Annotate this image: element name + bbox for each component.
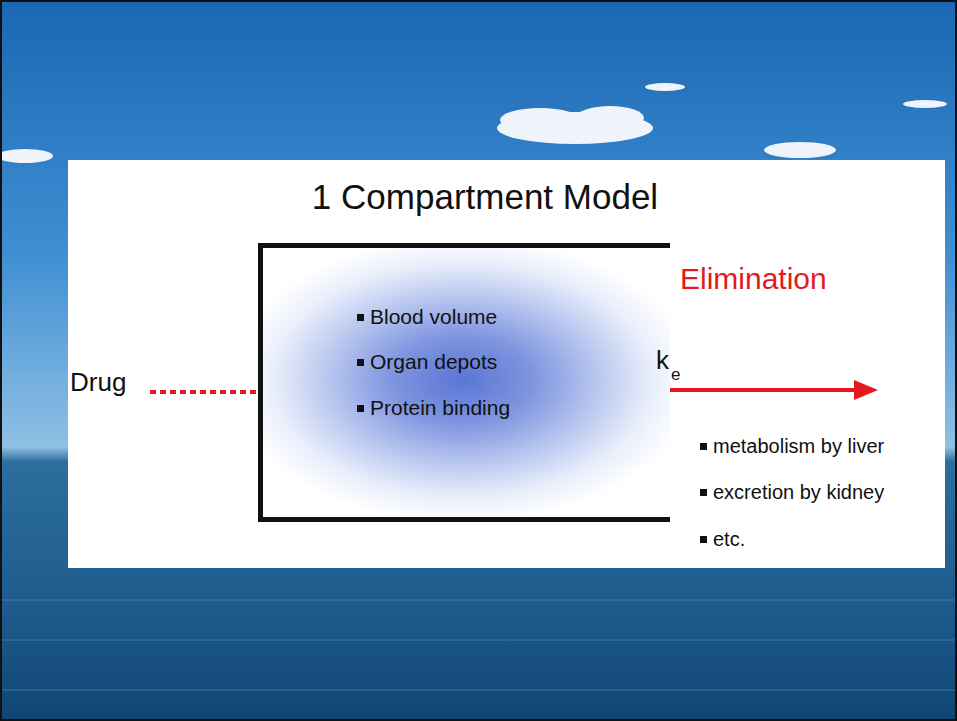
route-item: etc.	[700, 528, 745, 551]
slide-title: 1 Compartment Model	[312, 176, 658, 218]
compartment-box: Blood volumeOrgan depotsProtein binding	[258, 243, 670, 522]
bullet-item: Blood volume	[357, 305, 497, 329]
route-item: excretion by kidney	[700, 481, 884, 504]
rate-constant: k	[656, 346, 669, 376]
clouds	[0, 83, 947, 163]
input-label: Drug	[70, 368, 126, 398]
elimination-label: Elimination	[680, 262, 827, 297]
route-item: metabolism by liver	[700, 435, 884, 458]
waves	[0, 600, 957, 690]
bullet-item: Protein binding	[357, 396, 510, 420]
bullet-square	[700, 536, 707, 543]
node-text: Organ depots	[370, 350, 497, 374]
label-text: etc.	[713, 528, 745, 551]
bullet-square	[357, 405, 364, 412]
node-text: Blood volume	[370, 305, 497, 329]
bullet-square	[357, 359, 364, 366]
label-text: Drug	[70, 368, 126, 398]
bullet-square	[700, 489, 707, 496]
node-text: Protein binding	[370, 396, 510, 420]
label-text: k	[656, 346, 669, 376]
rate-subscript: e	[671, 365, 680, 385]
bullet-square	[357, 314, 364, 321]
label-text: excretion by kidney	[713, 481, 884, 504]
label-text: metabolism by liver	[713, 435, 884, 458]
label-text: Elimination	[680, 262, 827, 297]
bullet-square	[700, 443, 707, 450]
label-text: e	[671, 365, 680, 385]
bullet-item: Organ depots	[357, 350, 497, 374]
white-panel	[68, 160, 945, 568]
